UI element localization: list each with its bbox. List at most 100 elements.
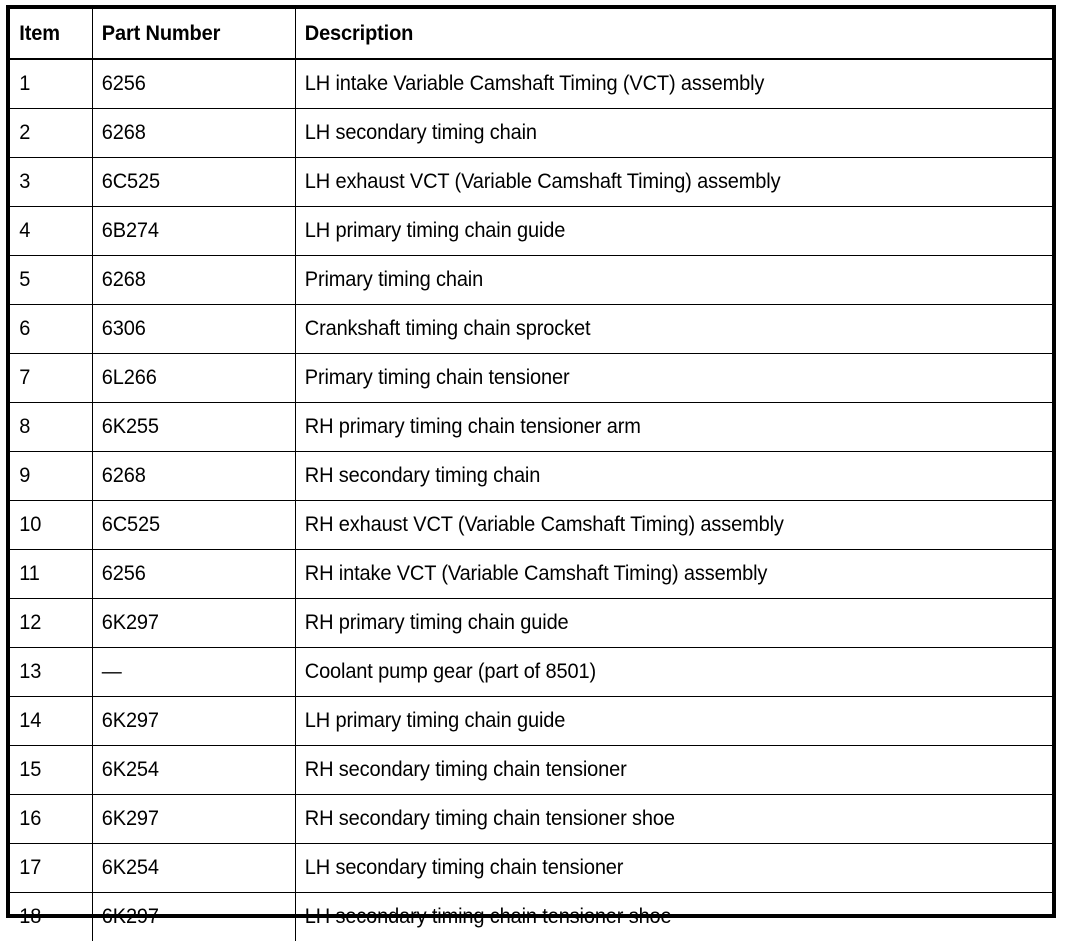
cell-description: RH intake VCT (Variable Camshaft Timing)… — [295, 550, 999, 599]
cell-part-number: 6268 — [92, 452, 281, 501]
cell-item-text: 11 — [19, 562, 39, 586]
cell-description-text: Primary timing chain — [305, 268, 483, 292]
cell-description: LH secondary timing chain tensioner — [295, 844, 999, 893]
column-header-description: Description — [295, 9, 999, 59]
cell-description: RH primary timing chain guide — [295, 599, 999, 648]
cell-part-number: 6K255 — [92, 403, 281, 452]
cell-description: LH secondary timing chain tensioner shoe — [295, 893, 999, 941]
cell-description-text: RH secondary timing chain tensioner — [305, 758, 627, 782]
cell-description-text: RH exhaust VCT (Variable Camshaft Timing… — [305, 513, 784, 537]
table-row: 17 6K254 LH secondary timing chain tension… — [10, 844, 1052, 893]
cell-item-text: 7 — [19, 366, 30, 390]
cell-description-text: LH secondary timing chain tensioner — [305, 856, 624, 880]
column-header-part-number-label: Part Number — [102, 22, 220, 46]
cell-description-text: RH secondary timing chain tensioner shoe — [305, 807, 675, 831]
cell-part-number: 6K297 — [92, 893, 281, 941]
cell-description-text: Primary timing chain tensioner — [305, 366, 570, 390]
cell-item: 15 — [10, 746, 86, 795]
cell-part-number: 6K297 — [92, 697, 281, 746]
cell-part-number: 6B274 — [92, 207, 281, 256]
cell-description-text: LH secondary timing chain tensioner shoe — [305, 905, 672, 929]
cell-description-text: RH primary timing chain guide — [305, 611, 569, 635]
cell-description: RH primary timing chain tensioner arm — [295, 403, 999, 452]
cell-part-number-text: 6C525 — [102, 170, 160, 194]
table-row: 8 6K255 RH primary timing chain tensioner … — [10, 403, 1052, 452]
cell-item: 12 — [10, 599, 86, 648]
cell-part-number-text: 6L266 — [102, 366, 157, 390]
cell-item-text: 10 — [19, 513, 41, 537]
cell-part-number-text: — — [102, 660, 122, 684]
cell-part-number: 6K297 — [92, 795, 281, 844]
cell-part-number: 6268 — [92, 109, 281, 158]
cell-part-number-text: 6K297 — [102, 807, 159, 831]
table-row: 3 6C525 LH exhaust VCT (Variable Camshaft … — [10, 158, 1052, 207]
cell-description-text: LH primary timing chain guide — [305, 219, 565, 243]
cell-item: 17 — [10, 844, 86, 893]
cell-part-number: 6256 — [92, 550, 281, 599]
cell-item-text: 5 — [19, 268, 30, 292]
cell-description: LH primary timing chain guide — [295, 207, 999, 256]
cell-item-text: 8 — [19, 415, 30, 439]
table-row: 11 6256 RH intake VCT (Variable Camshaft T… — [10, 550, 1052, 599]
cell-description: RH exhaust VCT (Variable Camshaft Timing… — [295, 501, 999, 550]
cell-item-text: 2 — [19, 121, 30, 145]
cell-part-number: 6K297 — [92, 599, 281, 648]
cell-part-number-text: 6K297 — [102, 611, 159, 635]
cell-part-number-text: 6256 — [102, 72, 146, 96]
table-row: 15 6K254 RH secondary timing chain tension… — [10, 746, 1052, 795]
table-row: 2 6268 LH secondary timing chain — [10, 109, 1052, 158]
cell-description: LH intake Variable Camshaft Timing (VCT)… — [295, 59, 999, 109]
cell-description: RH secondary timing chain — [295, 452, 999, 501]
cell-item-text: 13 — [19, 660, 41, 684]
cell-part-number-text: 6K254 — [102, 856, 159, 880]
cell-part-number-text: 6K297 — [102, 905, 159, 929]
cell-part-number: 6K254 — [92, 746, 281, 795]
cell-item-text: 4 — [19, 219, 30, 243]
cell-part-number: 6K254 — [92, 844, 281, 893]
cell-description-text: RH secondary timing chain — [305, 464, 540, 488]
cell-description: RH secondary timing chain tensioner shoe — [295, 795, 999, 844]
cell-item-text: 15 — [19, 758, 41, 782]
cell-item-text: 9 — [19, 464, 30, 488]
cell-item: 13 — [10, 648, 86, 697]
cell-item: 6 — [10, 305, 86, 354]
cell-part-number-text: 6K297 — [102, 709, 159, 733]
cell-item: 10 — [10, 501, 86, 550]
cell-description: LH exhaust VCT (Variable Camshaft Timing… — [295, 158, 999, 207]
cell-part-number: 6306 — [92, 305, 281, 354]
cell-part-number: 6L266 — [92, 354, 281, 403]
cell-description-text: LH exhaust VCT (Variable Camshaft Timing… — [305, 170, 781, 194]
cell-item: 8 — [10, 403, 86, 452]
cell-description-text: Coolant pump gear (part of 8501) — [305, 660, 596, 684]
cell-description: Primary timing chain — [295, 256, 999, 305]
column-header-description-label: Description — [305, 22, 413, 46]
cell-item-text: 18 — [19, 905, 41, 929]
table-row: 9 6268 RH secondary timing chain — [10, 452, 1052, 501]
cell-description: LH secondary timing chain — [295, 109, 999, 158]
cell-description-text: RH intake VCT (Variable Camshaft Timing)… — [305, 562, 767, 586]
cell-description-text: RH primary timing chain tensioner arm — [305, 415, 641, 439]
cell-item-text: 14 — [19, 709, 41, 733]
cell-part-number-text: 6K254 — [102, 758, 159, 782]
column-header-item-label: Item — [19, 22, 60, 46]
cell-item-text: 1 — [19, 72, 30, 96]
cell-item: 1 — [10, 59, 86, 109]
cell-item-text: 17 — [19, 856, 41, 880]
table-row: 13 — Coolant pump gear (part of 8501) — [10, 648, 1052, 697]
cell-description-text: LH intake Variable Camshaft Timing (VCT)… — [305, 72, 765, 96]
table-row: 18 6K297 LH secondary timing chain tension… — [10, 893, 1052, 941]
cell-part-number: 6C525 — [92, 158, 281, 207]
cell-item-text: 16 — [19, 807, 41, 831]
cell-item-text: 12 — [19, 611, 41, 635]
cell-part-number: 6256 — [92, 59, 281, 109]
table-row: 4 6B274 LH primary timing chain guide — [10, 207, 1052, 256]
cell-item: 11 — [10, 550, 86, 599]
cell-item-text: 3 — [19, 170, 30, 194]
table-header-row: Item Part Number Description — [10, 9, 1052, 59]
cell-item: 14 — [10, 697, 86, 746]
